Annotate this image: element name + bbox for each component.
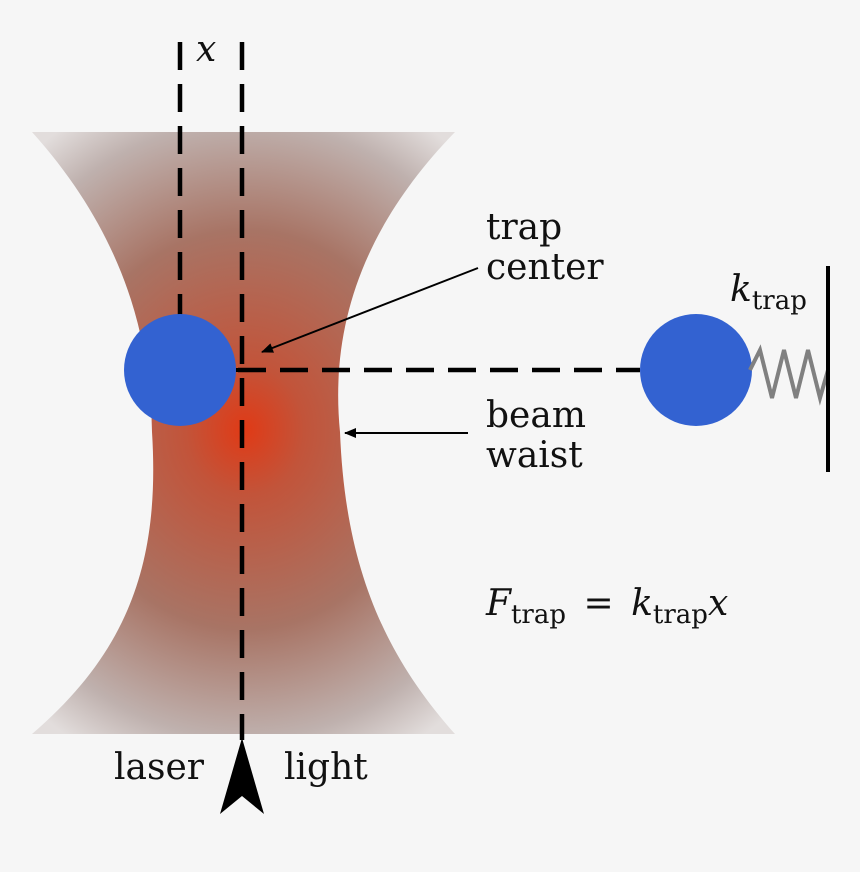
force-equation: Ftrap = ktrapx [486, 584, 728, 635]
trap-center-label-line1: trap [486, 207, 563, 248]
x-axis-label: x [196, 29, 217, 70]
displacement-symbol: x [707, 583, 729, 624]
beam-waist-label-line1: beam [486, 395, 586, 436]
trapped-bead [124, 314, 236, 426]
beam-waist-label-line2: waist [486, 435, 583, 476]
spring-constant-subscript: trap [751, 286, 807, 316]
force-symbol: F [486, 583, 511, 624]
trap-center-label: trap center [486, 208, 604, 288]
beam-waist-label: beam waist [486, 396, 586, 476]
light-label: light [284, 747, 368, 788]
laser-label: laser [114, 747, 204, 788]
spring-icon [748, 344, 830, 406]
spring-model-bead [640, 314, 752, 426]
spring-constant-symbol: k [730, 269, 752, 310]
spring-constant-label: ktrap [730, 270, 807, 321]
equals-sign: = [583, 583, 614, 624]
laser-direction-arrow-icon [220, 738, 264, 814]
trap-center-label-line2: center [486, 247, 604, 288]
trap-center-arrow [261, 267, 479, 353]
stiffness-subscript: trap [652, 600, 708, 630]
force-subscript: trap [510, 600, 567, 630]
stiffness-symbol: k [631, 583, 653, 624]
